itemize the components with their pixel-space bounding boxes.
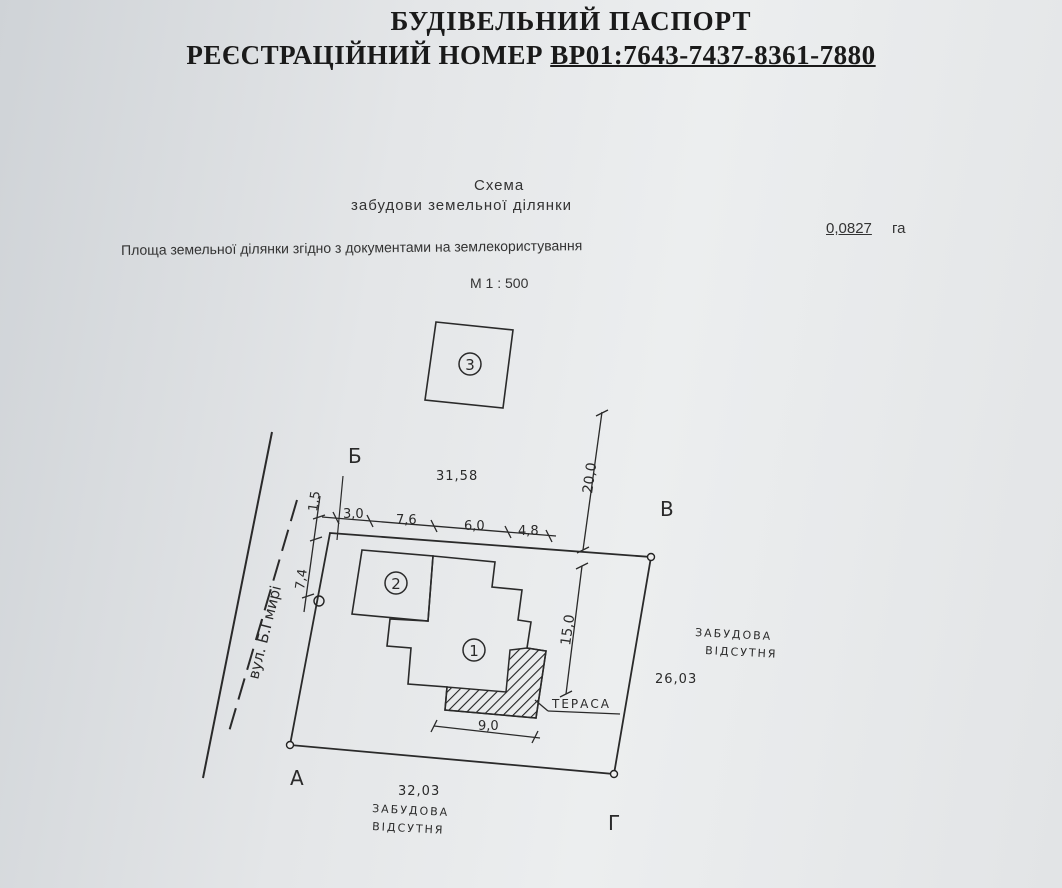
corner-v-point — [646, 552, 656, 562]
segment-2: 7,6 — [396, 513, 417, 528]
east-dimension-line — [565, 565, 583, 695]
east-dimension-tick-top — [575, 562, 589, 570]
corner-a-label: А — [290, 766, 304, 790]
scheme-subtitle: забудови земельної ділянки — [351, 197, 573, 214]
scale-label: М 1 : 500 — [470, 275, 529, 291]
street-line-outer — [202, 431, 273, 779]
building-1-number: 1 — [469, 642, 479, 660]
scheme-title: Схема — [474, 177, 525, 194]
top-dimension-line — [321, 516, 557, 537]
segment-3: 6,0 — [464, 519, 485, 534]
corner-a-point — [285, 740, 295, 750]
left-offset-label: 7,4 — [293, 568, 311, 591]
note-bottom-line2: ВІДСУТНЯ — [372, 820, 445, 837]
terrace-width-dimension-line — [433, 725, 541, 739]
building-3-outline — [424, 321, 514, 409]
note-bottom-line1: ЗАБУДОВА — [372, 802, 450, 819]
building-3-number: 3 — [465, 356, 475, 374]
left-dimension-ticks — [301, 514, 326, 599]
north-dimension-tick-bottom — [576, 546, 590, 554]
corner-b-guide — [336, 475, 344, 541]
corner-v-label: В — [660, 497, 674, 521]
note-right-line1: ЗАБУДОВА — [695, 626, 773, 643]
north-dimension-label: 20,0 — [580, 461, 600, 494]
reference-point — [313, 595, 325, 607]
note-right-line2: ВІДСУТНЯ — [705, 644, 778, 661]
east-dimension-tick-bottom — [559, 690, 573, 698]
building-1-marker — [462, 638, 486, 662]
building-2-number: 2 — [391, 575, 401, 593]
corner-g-point — [609, 769, 619, 779]
top-dimension-ticks — [332, 511, 553, 543]
document-title: БУДІВЕЛЬНИЙ ПАСПОРТ — [390, 6, 752, 36]
terrace-dimension-tick-left — [430, 719, 438, 733]
segment-1: 3,0 — [343, 507, 364, 522]
building-2-marker — [384, 571, 408, 595]
north-dimension-line — [582, 411, 603, 551]
segment-4: 4,8 — [518, 524, 539, 539]
registration-label: РЕЄСТРАЦІЙНИЙ НОМЕР — [186, 40, 551, 70]
corner-g-label: Г — [608, 811, 620, 835]
terrace-label: ТЕРАСА — [551, 697, 611, 711]
area-unit: га — [892, 220, 906, 237]
terrace-dimension-tick-right — [531, 730, 539, 744]
terrace-width-label: 9,0 — [478, 719, 499, 734]
side-top-length: 31,58 — [436, 469, 478, 484]
north-dimension-tick-top — [595, 409, 609, 417]
terrace-hatch — [444, 647, 547, 719]
terrace-leader — [534, 699, 549, 712]
side-bottom-length: 32,03 — [398, 784, 440, 799]
terrace-label-underline — [547, 710, 621, 715]
street-name: вул. Б.Гмирі — [244, 584, 285, 681]
registration-number: ВР01:7643-7437-8361-7880 — [550, 40, 876, 70]
side-right-length: 26,03 — [655, 672, 697, 687]
building-3-marker — [458, 352, 482, 376]
top-offset-label: 1,5 — [306, 490, 324, 513]
corner-b-label: Б — [348, 444, 362, 468]
area-value: 0,0827 — [826, 220, 872, 237]
registration-line: РЕЄСТРАЦІЙНИЙ НОМЕР ВР01:7643-7437-8361-… — [0, 40, 1062, 71]
street-line-inner — [227, 499, 298, 736]
east-dimension-label: 15,0 — [558, 613, 578, 646]
left-dimension-line — [303, 495, 321, 613]
